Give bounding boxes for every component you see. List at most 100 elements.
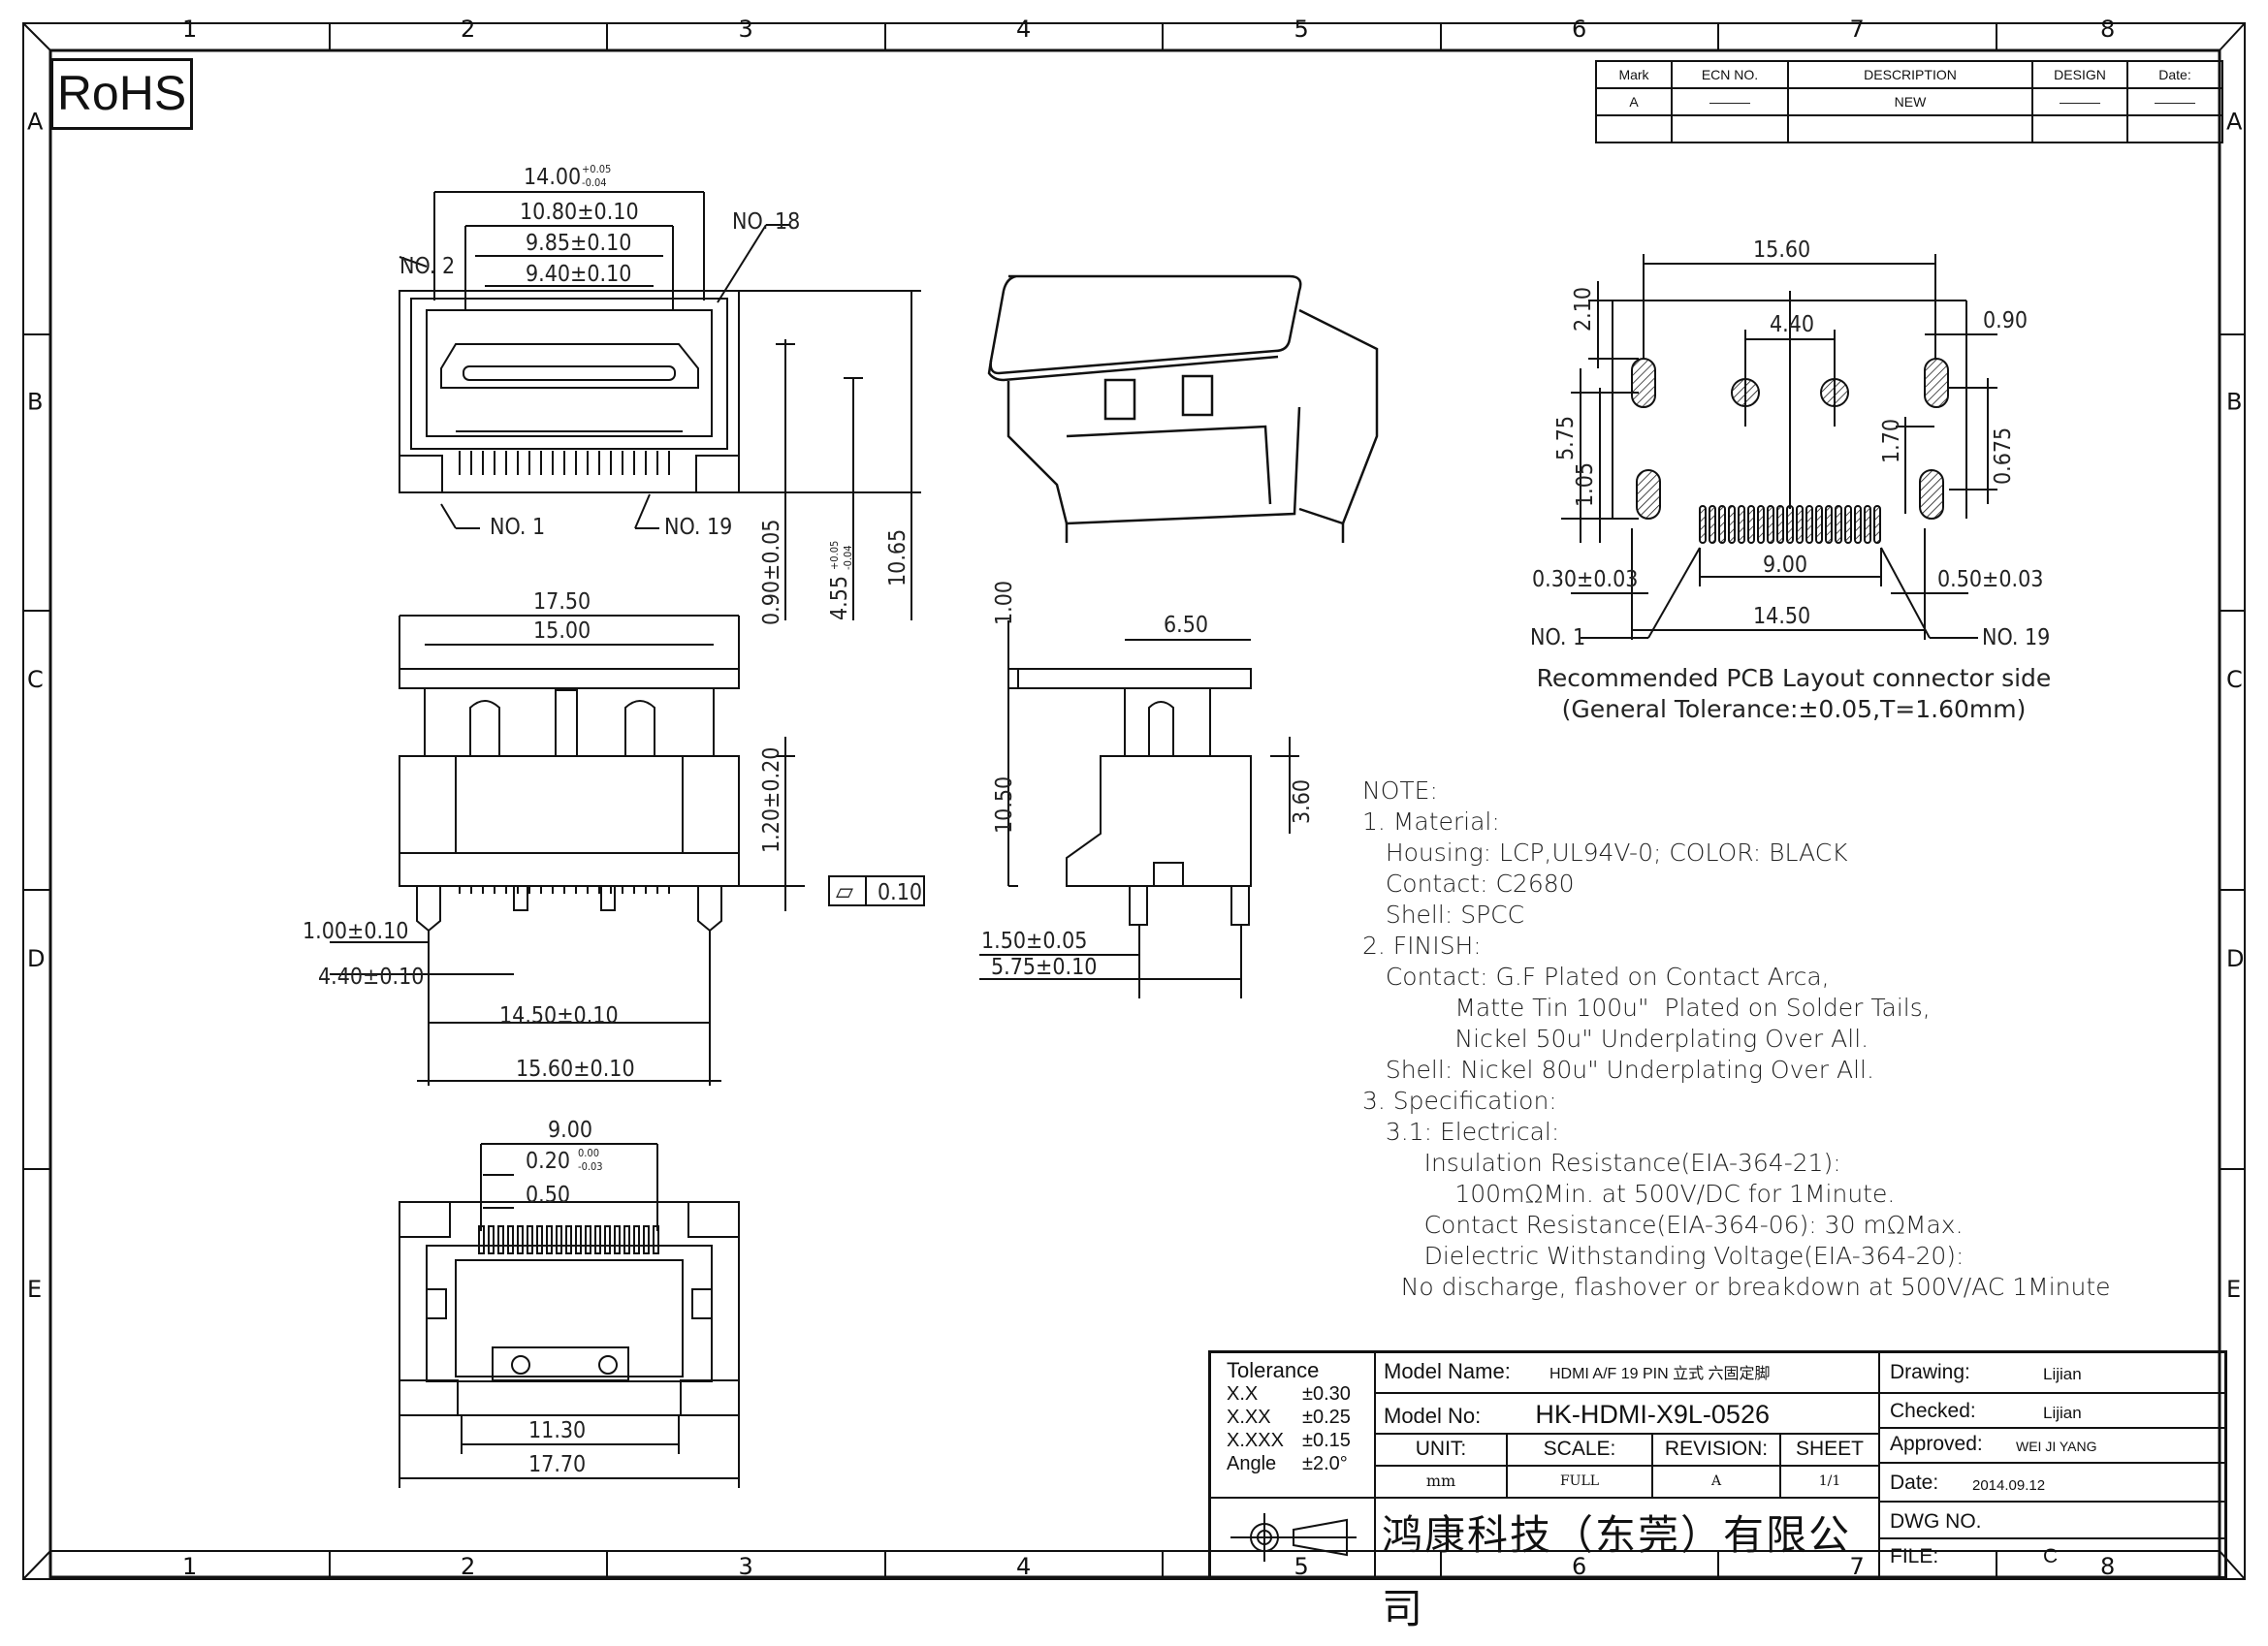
- rev-header-design: DESIGN: [2031, 60, 2128, 89]
- grid-column-label: 5: [1294, 16, 1309, 43]
- note-line: Shell: SPCC: [1362, 901, 1525, 929]
- top-dim-1080: 10.80±0.10: [520, 200, 639, 225]
- rev-header-description: DESCRIPTION: [1787, 60, 2033, 89]
- grid-column-label: 6: [1572, 1553, 1586, 1580]
- grid-row-label: D: [2226, 945, 2244, 972]
- side-dim-150: 1.50±0.05: [981, 929, 1087, 954]
- note-line: Insulation Resistance(EIA-364-21):: [1362, 1149, 1841, 1177]
- pcb-dim-575: 5.75: [1553, 416, 1579, 460]
- note-line: NOTE:: [1362, 776, 1438, 805]
- notes-block: NOTE:1. Material: Housing: LCP,UL94V-0; …: [1362, 776, 2111, 1303]
- tolerance-row: X.X±0.30: [1227, 1383, 1351, 1405]
- grid-column-label: 5: [1294, 1553, 1309, 1580]
- bottom-dim-1130: 11.30: [528, 1418, 586, 1443]
- side-view: [979, 620, 1299, 998]
- contact-pin: [536, 1225, 543, 1254]
- grid-column-label: 4: [1016, 1553, 1031, 1580]
- tolerance-row: X.XX±0.25: [1227, 1407, 1351, 1428]
- pcb-dim-440: 4.40: [1770, 312, 1814, 337]
- company-name: 鸿康科技（东莞）有限公司: [1376, 1499, 1880, 1632]
- top-dim-090: 0.90±0.05: [759, 520, 784, 625]
- front-dim-1450: 14.50±0.10: [499, 1003, 619, 1029]
- rev-cell-date: ———: [2126, 87, 2223, 116]
- date-label: Date:: [1890, 1472, 1939, 1494]
- pcb-pad: [1776, 505, 1784, 544]
- front-dim-100: 1.00±0.10: [303, 919, 408, 944]
- grid-column-label: 7: [1850, 1553, 1865, 1580]
- grid-row-label: B: [2226, 389, 2242, 416]
- pcb-pad: [1738, 505, 1745, 544]
- pcb-pad: [1864, 505, 1871, 544]
- contact-pin: [643, 1225, 650, 1254]
- contact-pin: [527, 1225, 533, 1254]
- pcb-pad: [1699, 505, 1707, 544]
- note-line: Contact: C2680: [1362, 870, 1575, 898]
- note-line: Housing: LCP,UL94V-0; COLOR: BLACK: [1362, 839, 1848, 867]
- unit-label: UNIT:: [1376, 1435, 1508, 1467]
- bottom-view: [399, 1143, 740, 1488]
- pcb-pad: [1835, 505, 1842, 544]
- pcb-pad: [1767, 505, 1774, 544]
- file-label: FILE:: [1890, 1545, 1939, 1567]
- drawing-label: Drawing:: [1890, 1361, 1970, 1383]
- contact-pin: [653, 1225, 659, 1254]
- contact-pin: [556, 1225, 562, 1254]
- grid-column-label: 3: [739, 16, 753, 43]
- pcb-pad: [1709, 505, 1716, 544]
- grid-column-label: 1: [182, 1553, 197, 1580]
- bottom-dim-020-tol-upper: 0.00: [578, 1147, 599, 1159]
- pcb-dim-050: 0.50±0.03: [1937, 567, 2043, 592]
- pcb-pad: [1844, 505, 1852, 544]
- note-line: 3.1: Electrical:: [1362, 1118, 1560, 1146]
- contact-pin: [604, 1225, 611, 1254]
- grid-column-label: 8: [2100, 16, 2115, 43]
- grid-column-label: 8: [2100, 1553, 2115, 1580]
- rev-cell-description: NEW: [1787, 87, 2033, 116]
- contact-pin: [623, 1225, 630, 1254]
- sheet-value: 1/1: [1781, 1467, 1880, 1499]
- unit-value: mm: [1376, 1467, 1508, 1499]
- top-view: [399, 191, 921, 620]
- bottom-dim-020: 0.20: [526, 1149, 570, 1174]
- top-dim-455-tol-upper: +0.05: [828, 541, 841, 570]
- pcb-pad: [1728, 505, 1736, 544]
- callout-no1-top: NO. 1: [490, 515, 545, 540]
- note-line: Nickel 50u" Underplating Over All.: [1362, 1025, 1869, 1053]
- front-dim-1560: 15.60±0.10: [516, 1057, 635, 1082]
- drawing-value: Lijian: [2043, 1365, 2082, 1383]
- contact-pin: [594, 1225, 601, 1254]
- grid-column-label: 1: [182, 16, 197, 43]
- pcb-caption: Recommended PCB Layout connector side (G…: [1522, 663, 2065, 725]
- note-line: 100mΩMin. at 500V/DC for 1Minute.: [1362, 1180, 1896, 1208]
- pcb-dim-090: 0.90: [1983, 308, 2028, 333]
- rev-cell-mark: A: [1595, 87, 1673, 116]
- pcb-pad: [1873, 505, 1881, 544]
- side-dim-575: 5.75±0.10: [991, 955, 1097, 980]
- grid-ticks: [23, 23, 2245, 1579]
- rev-cell-design: ———: [2031, 87, 2128, 116]
- pcb-pad: [1757, 505, 1765, 544]
- pcb-pad: [1786, 505, 1794, 544]
- sheet-label: SHEET: [1781, 1435, 1880, 1467]
- grid-column-label: 3: [739, 1553, 753, 1580]
- rev-cell-ecn: ———: [1671, 87, 1789, 116]
- note-line: Matte Tin 100u" Plated on Solder Tails,: [1362, 994, 1931, 1022]
- tolerance-row: Angle±2.0°: [1227, 1453, 1348, 1474]
- contact-pin: [585, 1225, 591, 1254]
- note-line: Contact Resistance(EIA-364-06): 30 mΩMax…: [1362, 1211, 1964, 1239]
- top-dim-14: 14.00: [524, 165, 581, 190]
- pcb-caption-line1: Recommended PCB Layout connector side: [1536, 664, 2052, 692]
- checked-label: Checked:: [1890, 1400, 1976, 1422]
- scale-value: FULL: [1508, 1467, 1653, 1499]
- contact-pin: [546, 1225, 553, 1254]
- pcb-dim-210: 2.10: [1571, 287, 1596, 332]
- pcb-pad: [1796, 505, 1804, 544]
- top-dim-1065: 10.65: [885, 529, 910, 586]
- approved-value: WEI JI YANG: [2016, 1439, 2097, 1454]
- top-dim-455: 4.55: [827, 576, 852, 620]
- date-value: 2014.09.12: [1972, 1477, 2046, 1494]
- revision-label: REVISION:: [1653, 1435, 1781, 1467]
- front-dim-120: 1.20±0.20: [759, 747, 784, 853]
- pcb-caption-line2: (General Tolerance:±0.05,T=1.60mm): [1561, 695, 2027, 723]
